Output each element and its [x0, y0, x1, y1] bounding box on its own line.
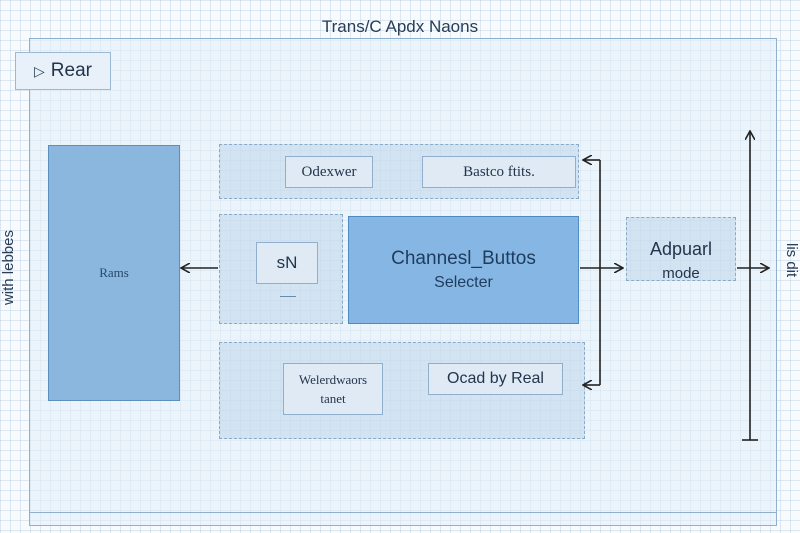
channel-subtitle: Selecter [434, 274, 493, 291]
adpuarl-mode-label: Adpuarl mode [626, 236, 736, 286]
side-right-label: lis dit [783, 243, 800, 278]
channel-buttons-selector[interactable]: Channesl_Buttos Selecter [348, 216, 579, 324]
tanet-label: tanet [320, 391, 346, 406]
rear-button[interactable]: ▷ Rear [15, 52, 111, 90]
rams-block[interactable]: Rams [48, 145, 180, 401]
play-triangle-icon: ▷ [34, 62, 45, 79]
channel-title: Channesl_Buttos [391, 248, 536, 269]
frame-footer-divider [29, 512, 777, 513]
odexwer-button[interactable]: Odexwer [285, 156, 373, 188]
ocad-by-real-button[interactable]: Ocad by Real [428, 363, 563, 395]
rams-label: Rams [99, 265, 129, 280]
adpuarl-line: Adpuarl [649, 239, 713, 259]
sn-button[interactable]: sN [256, 242, 318, 284]
rear-button-label: Rear [50, 60, 92, 81]
mode-line: mode [662, 265, 700, 282]
sn-underline [280, 296, 296, 297]
bastco-button[interactable]: Bastco ftits. [422, 156, 576, 188]
welerdwaors-button[interactable]: Welerdwaors tanet [283, 363, 383, 415]
welerdwaors-label: Welerdwaors [298, 371, 368, 387]
adpuarl-mode-group[interactable] [626, 217, 736, 281]
diagram-title: Trans/C Apdx Naons [321, 17, 479, 36]
